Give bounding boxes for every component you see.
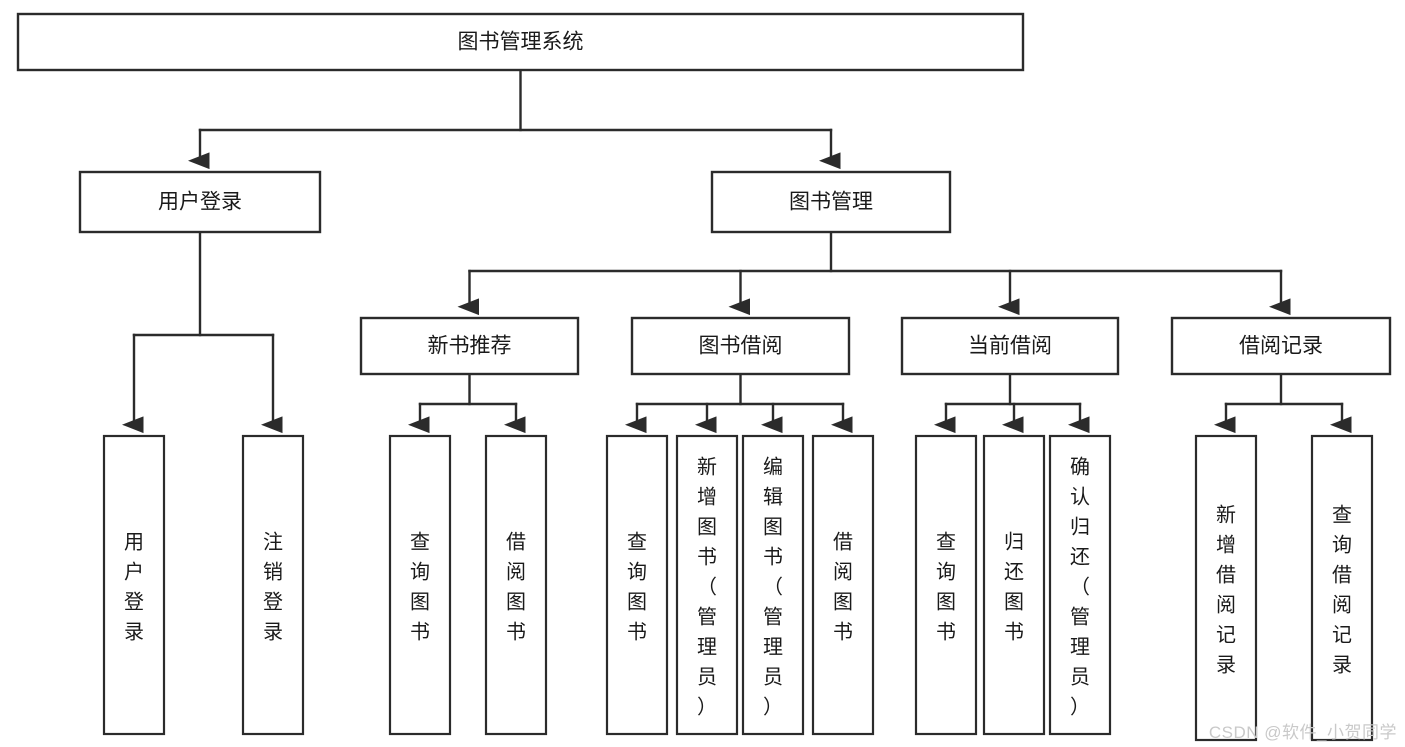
node-l3-book-borrow[interactable]: 图书借阅 [630, 316, 851, 376]
node-leaf-leaf-cb-query-book[interactable]: 查询图书 [914, 434, 978, 736]
node-box-borrow-record[interactable] [1170, 316, 1392, 376]
node-label-leaf-bb-borrow-book: 借阅图书 [833, 530, 853, 643]
node-leaf-leaf-user-login[interactable]: 用户登录 [102, 434, 166, 736]
node-leaf-leaf-bb-edit-book[interactable]: 编辑图书（管理员） [741, 434, 805, 736]
node-box-root[interactable] [16, 12, 1025, 72]
node-leaf-leaf-cb-return-book[interactable]: 归还图书 [982, 434, 1046, 736]
node-box-leaf-br-add-record[interactable] [1194, 434, 1258, 742]
node-box-leaf-bb-query-book[interactable] [605, 434, 669, 736]
node-root-root[interactable]: 图书管理系统 [16, 12, 1025, 72]
node-box-book-borrow[interactable] [630, 316, 851, 376]
node-label-borrow-record: 借阅记录 [1239, 335, 1323, 358]
node-leaf-leaf-user-logout[interactable]: 注销登录 [241, 434, 305, 736]
node-label-leaf-user-login: 用户登录 [124, 531, 144, 643]
node-label-leaf-bb-edit-book: 编辑图书（管理员） [763, 455, 783, 718]
node-box-leaf-cb-confirm-return[interactable] [1048, 434, 1112, 736]
node-label-leaf-rec-query-book: 查询图书 [410, 530, 430, 643]
node-box-leaf-user-logout[interactable] [241, 434, 305, 736]
node-leaf-leaf-bb-add-book[interactable]: 新增图书（管理员） [675, 434, 739, 736]
node-box-leaf-bb-add-book[interactable] [675, 434, 739, 736]
node-box-leaf-bb-borrow-book[interactable] [811, 434, 875, 736]
node-leaf-leaf-rec-borrow-book[interactable]: 借阅图书 [484, 434, 548, 736]
node-box-leaf-cb-query-book[interactable] [914, 434, 978, 736]
node-label-leaf-cb-confirm-return: 确认归还（管理员） [1070, 455, 1090, 718]
node-l3-new-book-recommend[interactable]: 新书推荐 [359, 316, 580, 376]
node-box-leaf-br-query-record[interactable] [1310, 434, 1374, 742]
node-label-book-manage: 图书管理 [789, 191, 873, 214]
node-leaf-leaf-bb-borrow-book[interactable]: 借阅图书 [811, 434, 875, 736]
node-box-user-login[interactable] [78, 170, 322, 234]
node-l2-book-manage[interactable]: 图书管理 [710, 170, 952, 234]
node-label-leaf-bb-add-book: 新增图书（管理员） [697, 455, 717, 718]
node-label-leaf-user-logout: 注销登录 [263, 530, 283, 643]
node-leaf-leaf-br-query-record[interactable]: 查询借阅记录 [1310, 434, 1374, 742]
node-label-leaf-br-add-record: 新增借阅记录 [1216, 503, 1236, 676]
node-box-leaf-user-login[interactable] [102, 434, 166, 736]
node-leaf-leaf-cb-confirm-return[interactable]: 确认归还（管理员） [1048, 434, 1112, 736]
node-label-current-borrow: 当前借阅 [968, 335, 1052, 358]
node-box-leaf-rec-query-book[interactable] [388, 434, 452, 736]
node-box-leaf-bb-edit-book[interactable] [741, 434, 805, 736]
node-label-leaf-rec-borrow-book: 借阅图书 [506, 530, 526, 643]
nodes-layer: 图书管理系统用户登录图书管理新书推荐图书借阅当前借阅借阅记录用户登录注销登录查询… [16, 12, 1392, 742]
csdn-watermark: CSDN @软件_小贺同学 [1208, 723, 1397, 742]
node-box-leaf-rec-borrow-book[interactable] [484, 434, 548, 736]
node-label-user-login: 用户登录 [158, 191, 242, 214]
node-box-leaf-cb-return-book[interactable] [982, 434, 1046, 736]
node-leaf-leaf-bb-query-book[interactable]: 查询图书 [605, 434, 669, 736]
node-label-book-borrow: 图书借阅 [699, 335, 783, 358]
node-leaf-leaf-rec-query-book[interactable]: 查询图书 [388, 434, 452, 736]
node-label-new-book-recommend: 新书推荐 [428, 335, 512, 358]
node-box-current-borrow[interactable] [900, 316, 1120, 376]
node-leaf-leaf-br-add-record[interactable]: 新增借阅记录 [1194, 434, 1258, 742]
node-label-root: 图书管理系统 [458, 31, 584, 54]
node-label-leaf-cb-return-book: 归还图书 [1004, 530, 1024, 643]
node-l3-current-borrow[interactable]: 当前借阅 [900, 316, 1120, 376]
node-label-leaf-br-query-record: 查询借阅记录 [1332, 503, 1352, 676]
node-l3-borrow-record[interactable]: 借阅记录 [1170, 316, 1392, 376]
node-label-leaf-cb-query-book: 查询图书 [936, 530, 956, 643]
node-label-leaf-bb-query-book: 查询图书 [627, 530, 647, 643]
node-l2-user-login[interactable]: 用户登录 [78, 170, 322, 234]
connectors-layer [122, 68, 1352, 434]
node-box-book-manage[interactable] [710, 170, 952, 234]
node-box-new-book-recommend[interactable] [359, 316, 580, 376]
